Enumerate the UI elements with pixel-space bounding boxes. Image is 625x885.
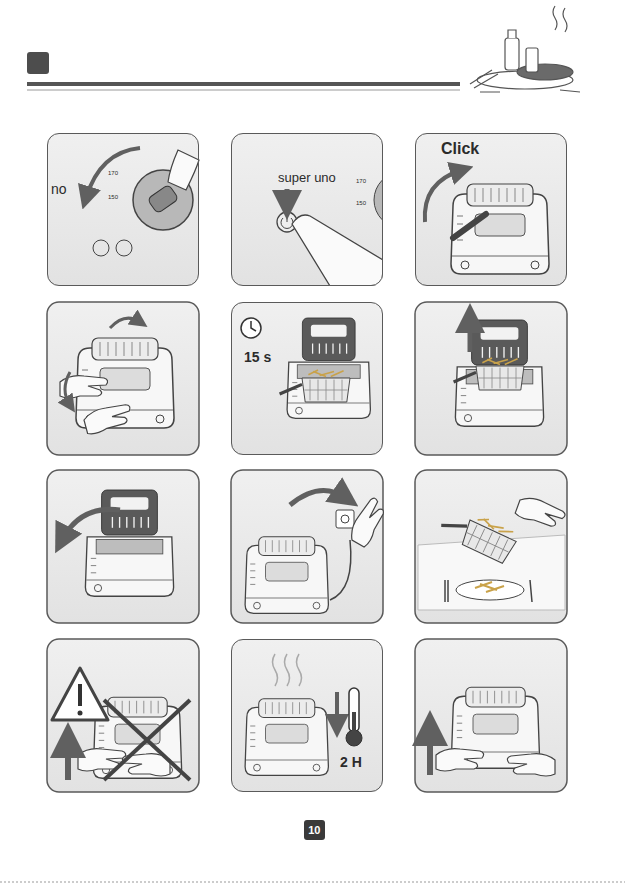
step-panel: super uno 170 150	[231, 133, 383, 286]
panel-text: 170	[108, 170, 118, 177]
panel-text: 150	[356, 200, 366, 207]
page-number-box: 10	[304, 820, 325, 840]
header-bar	[27, 52, 460, 90]
step-panel: no 170 150	[47, 133, 199, 286]
page-number: 10	[308, 824, 320, 837]
timer-step	[241, 318, 370, 418]
panel-text: 15 s	[244, 349, 271, 365]
panel-text: 170	[356, 178, 366, 185]
trim-line	[0, 882, 625, 883]
unplug	[245, 490, 390, 613]
panel-text: Click	[441, 140, 479, 158]
panel-text: super uno	[278, 171, 336, 186]
step-panel: 15 s	[231, 302, 383, 455]
serve-fries	[418, 494, 567, 610]
open-lid-step	[60, 318, 174, 435]
panel-grounds	[47, 133, 567, 792]
power-button	[277, 172, 383, 286]
panel-frames	[47, 302, 567, 792]
panel-text: 150	[108, 194, 118, 201]
panel-text: 2 H	[340, 754, 362, 770]
thermostat-dial	[86, 148, 199, 256]
fryer-handle-click	[425, 170, 549, 274]
carry-fryer	[430, 687, 555, 776]
step-panel: Click	[415, 133, 567, 286]
close-lid	[62, 490, 174, 596]
panel-text: no	[51, 181, 67, 197]
food-illustration	[470, 6, 580, 92]
lift-basket	[454, 318, 544, 426]
step-panel: 2 H	[231, 639, 383, 792]
warning-do-not-move	[52, 668, 190, 780]
cool-down	[245, 654, 362, 775]
